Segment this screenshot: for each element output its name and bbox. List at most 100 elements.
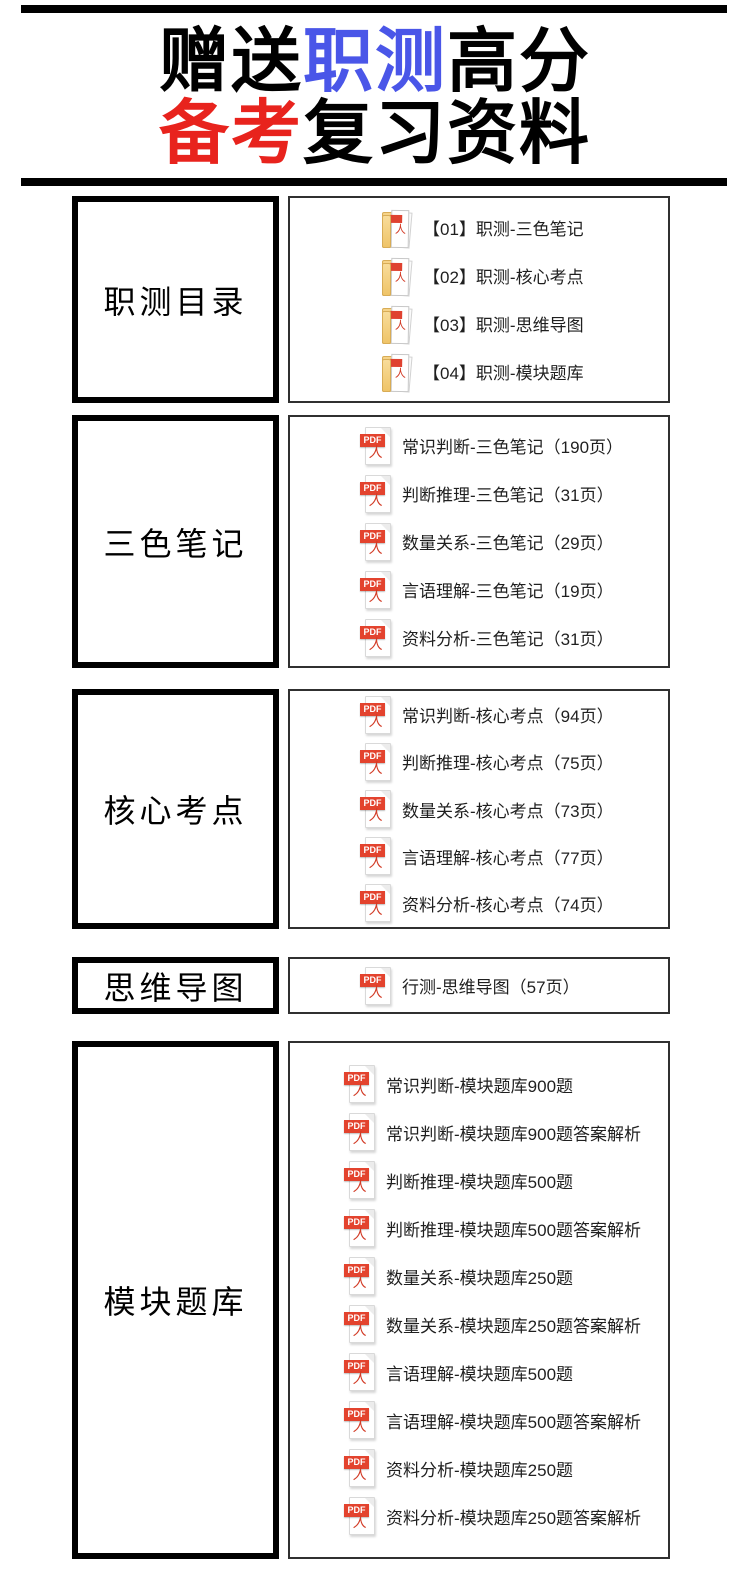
- file-item[interactable]: 人 【03】职测-思维导图: [382, 300, 668, 348]
- section-label: 职测目录: [103, 283, 248, 320]
- page-fold-icon: [381, 885, 390, 895]
- file-item-label: 数量关系-核心考点（73页）: [402, 801, 614, 821]
- page-fold-icon: [381, 743, 390, 753]
- adobe-glyph-icon: 人: [368, 856, 384, 872]
- file-item-label: 言语理解-三色笔记（19页）: [402, 582, 614, 601]
- pdf-badge: PDF: [360, 797, 385, 810]
- adobe-glyph-icon: 人: [352, 1132, 368, 1147]
- file-item[interactable]: 人 【01】职测-三色笔记: [382, 204, 668, 252]
- file-item-label: 数量关系-模块题库250题: [386, 1268, 574, 1288]
- pdf-folder-icon: 人: [382, 256, 413, 297]
- pdf-badge: PDF: [344, 1216, 369, 1229]
- section-label-box-mindmap: 思维导图: [72, 957, 279, 1014]
- title-text-black-3: 复习资料: [303, 94, 591, 172]
- file-item-label: 资料分析-模块题库250题: [386, 1460, 574, 1480]
- page-fold-icon: [365, 1258, 374, 1267]
- file-item-label: 判断推理-模块题库500题答案解析: [386, 1220, 642, 1240]
- section-label: 模块题库: [103, 1284, 248, 1320]
- title-text-black-1: 赠送: [159, 22, 303, 100]
- pdf-badge-mini: [390, 310, 403, 319]
- adobe-glyph-icon: 人: [352, 1180, 368, 1195]
- adobe-glyph-icon: 人: [368, 445, 384, 461]
- page-fold-icon: [365, 1402, 374, 1411]
- pdf-badge-mini: [390, 262, 403, 271]
- adobe-glyph-icon: 人: [368, 589, 384, 605]
- title-line-1: 赠送职测高分: [0, 25, 750, 97]
- file-item[interactable]: 人 【04】职测-模块题库: [382, 348, 668, 396]
- file-item-label: 言语理解-模块题库500题: [386, 1364, 574, 1384]
- page-fold-icon: [365, 1162, 374, 1171]
- pdf-badge: PDF: [360, 973, 385, 987]
- page-fold-icon: [381, 967, 390, 977]
- pdf-folder-icon: 人: [382, 352, 413, 393]
- page-fold-icon: [381, 791, 390, 800]
- page-fold-icon: [365, 1114, 374, 1123]
- file-item-label: 判断推理-模块题库500题: [386, 1172, 574, 1192]
- adobe-glyph-icon: 人: [394, 319, 407, 332]
- file-item-label: 判断推理-核心考点（75页）: [402, 754, 614, 774]
- adobe-glyph-icon: 人: [352, 1372, 368, 1387]
- pdf-badge: PDF: [360, 577, 385, 591]
- file-item-label: 资料分析-核心考点（74页）: [402, 895, 614, 915]
- adobe-glyph-icon: 人: [352, 1420, 368, 1435]
- page-fold-icon: [365, 1066, 374, 1075]
- section-label: 三色笔记: [103, 525, 248, 562]
- page-fold-icon: [365, 1306, 374, 1315]
- section-label-box-keypoints: 核心考点: [72, 689, 279, 929]
- adobe-glyph-icon: 人: [352, 1468, 368, 1483]
- page-fold-icon: [381, 838, 390, 848]
- adobe-glyph-icon: 人: [368, 493, 384, 509]
- section-label: 思维导图: [103, 969, 248, 1006]
- title-text-black-2: 高分: [447, 22, 591, 100]
- pdf-badge: PDF: [344, 1168, 369, 1181]
- adobe-glyph-icon: 人: [368, 714, 384, 730]
- file-item[interactable]: 人 【02】职测-核心考点: [382, 252, 668, 300]
- file-list-panel-catalog: 人 【01】职测-三色笔记 人 【02】职测-核心考点 人 【03】职测-思维导…: [288, 196, 670, 403]
- page-fold-icon: [381, 523, 390, 533]
- page-fold-icon: [381, 619, 390, 629]
- file-item-label: 【02】职测-核心考点: [423, 268, 584, 287]
- page-fold-icon: [365, 1210, 374, 1219]
- section-label-box-questionbank: 模块题库: [72, 1041, 279, 1559]
- section-label-box-notes: 三色笔记: [72, 415, 279, 668]
- pdf-badge: PDF: [344, 1456, 369, 1469]
- pdf-folder-icon: 人: [382, 208, 413, 249]
- file-item-label: 常识判断-三色笔记（190页）: [402, 438, 624, 457]
